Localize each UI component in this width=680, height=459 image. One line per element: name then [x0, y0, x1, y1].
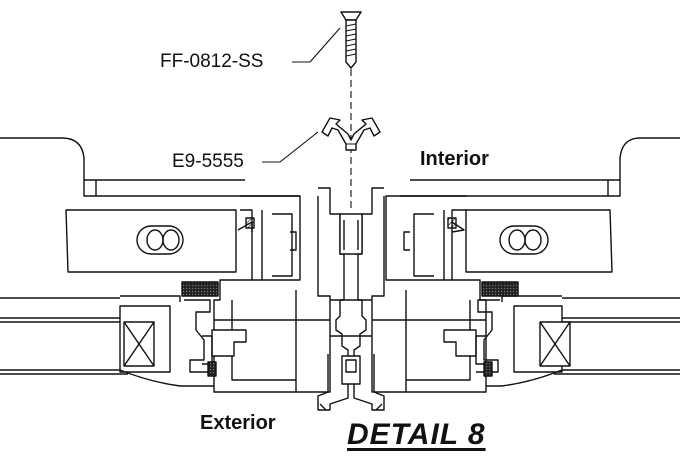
- fastener-label: FF-0812-SS: [160, 51, 264, 72]
- interior-label: Interior: [420, 148, 489, 170]
- right-glazing: [554, 297, 680, 375]
- right-frame-top: [410, 137, 680, 181]
- clip-leader: [262, 131, 319, 163]
- left-mullion: [213, 195, 331, 393]
- left-glazing: [0, 297, 128, 375]
- fastener-leader: [292, 27, 341, 63]
- screw-fastener: [340, 11, 362, 69]
- detail-title: DETAIL 8: [347, 418, 486, 451]
- exterior-label: Exterior: [200, 412, 276, 434]
- clip-part: [321, 117, 381, 151]
- left-slot-panel: [65, 209, 237, 273]
- right-mullion: [371, 195, 487, 393]
- clip-label: E9-5555: [172, 151, 244, 172]
- right-slot-panel: [465, 209, 613, 273]
- left-frame-top: [0, 137, 245, 181]
